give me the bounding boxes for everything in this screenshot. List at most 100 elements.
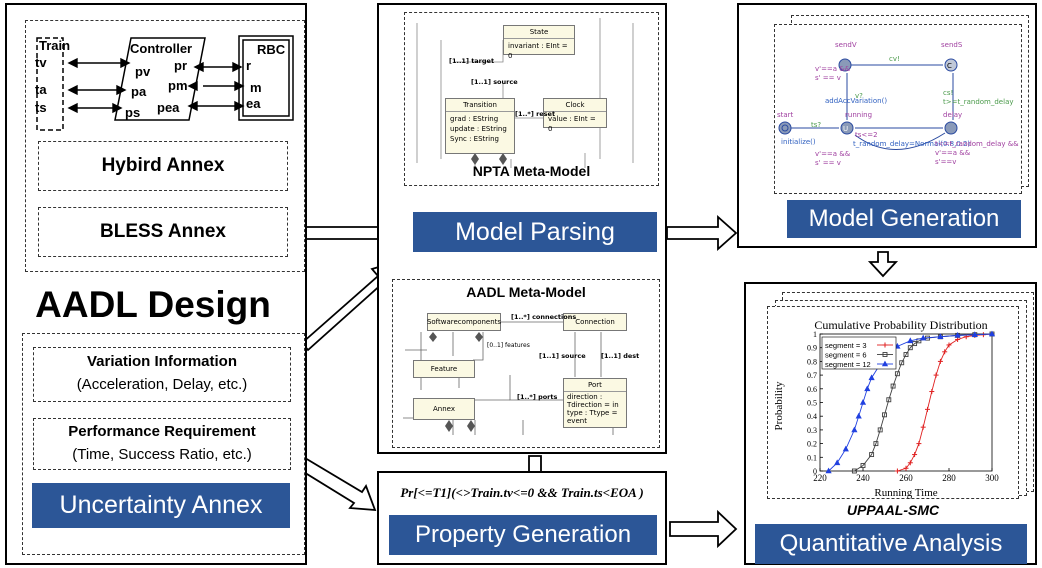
chart-frame: Cumulative Probability Distribution Prob… xyxy=(767,306,1019,499)
aadl-label-connections: [1..*] connections xyxy=(511,313,577,321)
uncertainty-annex-label: Uncertainty Annex xyxy=(32,483,290,528)
performance-subtitle: (Time, Success Ratio, etc.) xyxy=(72,446,252,463)
series-1-point-11 xyxy=(907,345,913,351)
variation-subtitle: (Acceleration, Delay, etc.) xyxy=(76,376,248,393)
y-tick-label-2: 0.2 xyxy=(807,440,817,449)
legend-marker-1 xyxy=(882,352,888,357)
inv-running-3: s' == v xyxy=(815,159,841,167)
property-formula: Pr[<=T1](<>Train.tv<=0 && Train.ts<EOA ) xyxy=(400,485,644,500)
y-tick-label-4: 0.4 xyxy=(807,412,817,421)
aadl-meta-title: AADL Meta-Model xyxy=(466,284,586,300)
variation-info-box: Variation Information (Acceleration, Del… xyxy=(33,347,291,402)
edge-random-delay: t_random_delay=Normal(0.8,0.2) xyxy=(853,140,971,148)
npta-clock-name: Clock xyxy=(544,99,606,112)
inv-delay-1: t<=t_random_delay && xyxy=(935,140,1019,148)
series-0-point-1 xyxy=(903,465,909,471)
cdf-chart: Cumulative Probability Distribution Prob… xyxy=(773,318,999,499)
controller-title: Controller xyxy=(130,41,193,56)
y-tick-label-6: 0.6 xyxy=(807,385,817,394)
model-parsing-label: Model Parsing xyxy=(413,212,657,252)
uppaal-smc-label: UPPAAL-SMC xyxy=(846,502,940,518)
series-2-point-16 xyxy=(988,330,996,337)
aadl-port-name: Port xyxy=(564,379,626,392)
uppaal-automaton-box: C U sendV sendS start running delay cv! … xyxy=(774,24,1022,194)
aadl-label-dest: [1..1] dest xyxy=(601,352,640,360)
variation-title: Variation Information xyxy=(86,353,237,370)
loc-delay: delay xyxy=(943,111,963,119)
edge-addacc: addAccVariation() xyxy=(825,97,888,105)
aadl-annex-class: Annex xyxy=(413,398,475,420)
y-tick-label-8: 0.8 xyxy=(807,357,817,366)
series-2-point-13 xyxy=(937,333,944,340)
npta-clock-class: Clock value : EInt = 0 xyxy=(543,98,607,133)
aadl-annex-name: Annex xyxy=(433,405,455,413)
y-tick-label-3: 0.3 xyxy=(807,426,817,435)
inv-running: ts<=2 xyxy=(855,131,878,139)
arrow-modelgen-down xyxy=(867,251,899,278)
npta-transition-attr-grad: grad : EString xyxy=(450,115,499,123)
series-2-point-1 xyxy=(834,459,841,466)
controller-port-pea: pea xyxy=(157,100,180,115)
loc-start: start xyxy=(777,111,794,119)
controller-diagram: Train tv ta ts Controller pv pr pa pm ps… xyxy=(25,20,305,138)
inv-sendv-1: v'==a && xyxy=(815,65,851,73)
aadl-connection-class: Connection xyxy=(563,313,627,331)
series-0-point-2 xyxy=(907,460,913,466)
uppaal-svg: C U xyxy=(778,58,958,150)
property-generation-label: Property Generation xyxy=(389,515,657,555)
hybrid-annex-box: Hybird Annex xyxy=(38,141,288,191)
property-panel: Pr[<=T1](<>Train.tv<=0 && Train.ts<EOA )… xyxy=(377,471,667,565)
chart-xlabel: Running Time xyxy=(874,487,937,499)
x-tick-label-1: 240 xyxy=(856,473,870,483)
series-1-point-3 xyxy=(873,441,879,447)
edge-initialize: initialize() xyxy=(781,138,816,146)
performance-requirement-box: Performance Requirement (Time, Success R… xyxy=(33,418,291,470)
aadl-port-attr-0: direction : xyxy=(567,393,603,401)
train-port-tv: tv xyxy=(35,55,47,70)
series-0-point-6 xyxy=(925,406,930,412)
rbc-port-ea: ea xyxy=(246,96,261,111)
series-0-point-5 xyxy=(920,424,926,430)
npta-title: NPTA Meta-Model xyxy=(472,163,591,179)
npta-transition-attr-update: update : EString xyxy=(450,125,507,133)
series-1-point-12 xyxy=(912,341,918,347)
rbc-title: RBC xyxy=(257,42,286,57)
aadl-design-title: AADL Design xyxy=(35,284,271,325)
legend-marker-0 xyxy=(882,342,888,348)
series-2-point-6 xyxy=(864,385,871,392)
inv-delay-2: v'==a && xyxy=(935,149,971,157)
series-2-point-11 xyxy=(907,337,914,344)
legend-marker-2 xyxy=(881,360,889,367)
series-1-point-2 xyxy=(869,452,875,458)
y-tick-label-5: 0.5 xyxy=(807,399,817,408)
npta-label-target: [1..1] target xyxy=(449,57,495,65)
npta-svg xyxy=(416,18,634,168)
aadl-softwarecomponents-class: Softwarecomponents xyxy=(427,313,501,331)
y-tick-label-0: 0 xyxy=(813,467,817,476)
train-port-ta: ta xyxy=(35,82,47,97)
edge-cs: cs! xyxy=(943,89,954,97)
series-0-point-8 xyxy=(933,372,939,378)
train-title: Train xyxy=(39,38,71,53)
y-tick-label-10: 1 xyxy=(813,330,817,339)
svg-text:C: C xyxy=(947,62,952,70)
aadl-meta-model-box: AADL Meta-Model Softwarecomponents xyxy=(392,279,660,448)
inv-sendv-2: s' == v xyxy=(815,74,841,82)
aadl-label-source: [1..1] source xyxy=(539,352,586,360)
series-1-point-8 xyxy=(894,371,900,377)
series-1-point-7 xyxy=(890,383,896,389)
x-tick-label-3: 280 xyxy=(942,473,956,483)
loc-running: running xyxy=(845,111,873,119)
npta-clock-attr: value : EInt = 0 xyxy=(548,115,596,133)
npta-state-class: State invariant : EInt = 0 xyxy=(503,25,575,60)
controller-port-ps: ps xyxy=(125,105,141,120)
controller-port-pa: pa xyxy=(131,84,147,99)
quantitative-analysis-label: Quantitative Analysis xyxy=(755,524,1027,564)
aadl-label-features: [0..1] features xyxy=(487,342,530,349)
series-1-point-9 xyxy=(899,360,905,366)
series-2-point-3 xyxy=(851,426,858,433)
aadl-feature-class: Feature xyxy=(413,360,475,378)
loc-sendv: sendV xyxy=(835,41,857,49)
